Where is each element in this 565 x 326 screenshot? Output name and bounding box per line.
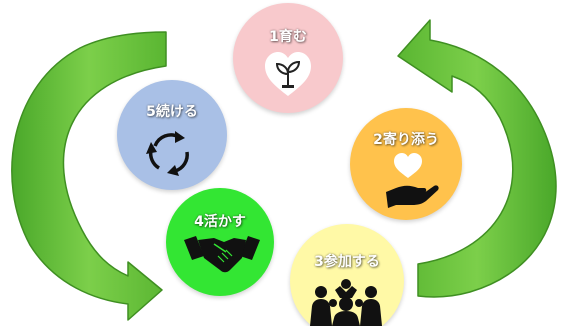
step-4-label: 4活かす [194, 214, 246, 230]
sprout-heart-icon [265, 52, 311, 96]
right-cycle-arrow [397, 19, 557, 298]
step-5-continue: 5続ける [117, 80, 227, 190]
step-1-label: 1育む [269, 29, 307, 45]
cycle-arrows-icon [146, 131, 189, 176]
step-5-label: 5続ける [146, 104, 198, 120]
step-2-label: 2寄り添う [373, 132, 439, 148]
step-1-nurture: 1育む [233, 3, 343, 113]
handshake-icon [184, 236, 260, 273]
step-2-support: 2寄り添う [350, 108, 462, 220]
people-group-icon [310, 279, 382, 326]
step-3-participate: 3参加する [290, 224, 404, 326]
heart-hand-icon [386, 153, 439, 208]
step-3-label: 3参加する [314, 254, 380, 270]
left-cycle-arrow [11, 31, 167, 321]
step-4-utilize: 4活かす [166, 188, 274, 296]
